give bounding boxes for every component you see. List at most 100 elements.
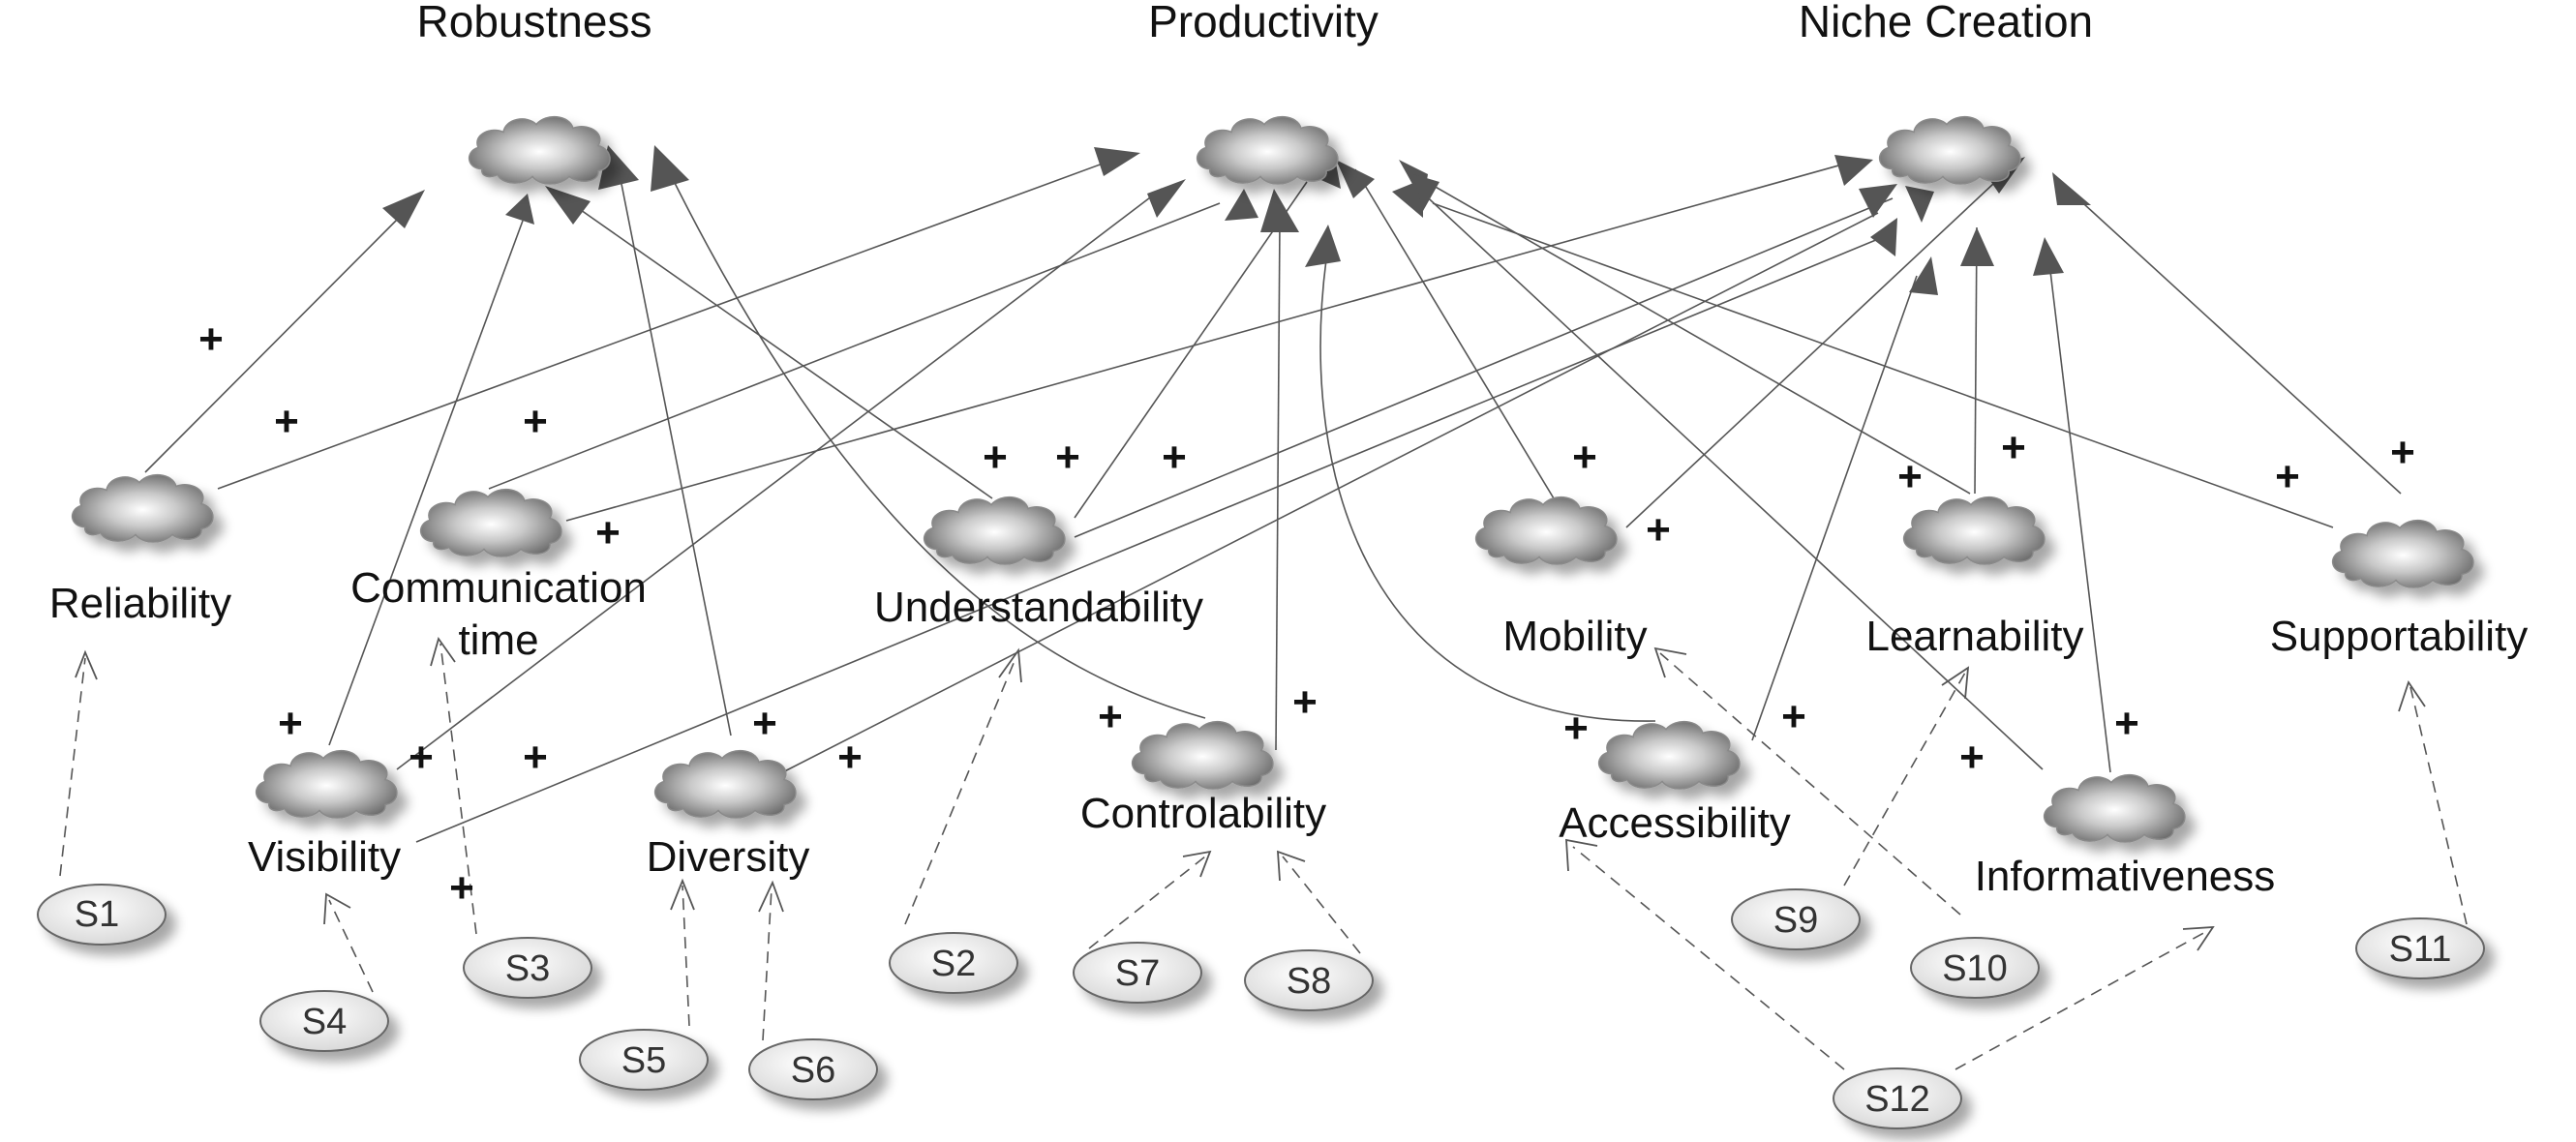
softgoal-label-accessibility: Accessibility [1559,799,1791,847]
softgoal-informativeness: Informativeness [1975,773,2276,900]
strategy-label: S1 [75,894,119,935]
softgoal-understandability: Understandability [874,496,1203,631]
link-informativeness-niche [2046,246,2111,773]
arrowhead [1870,218,1897,256]
softgoal-cloud-icon [468,115,611,185]
softgoal-reliability: Reliability [49,473,231,627]
strategy-label: S6 [791,1050,835,1091]
goal-title-productivity: Productivity [1148,0,1379,46]
plus-sign: + [1098,693,1123,740]
strategy-label: S7 [1115,953,1160,994]
arrowhead [1260,189,1299,232]
softgoal-cloud-icon [1196,115,1339,185]
strategy-label: S3 [505,948,550,989]
plus-sign: + [1563,705,1589,752]
strategy-s11: S11 [2355,917,2485,979]
strategy-s9: S9 [1731,888,1861,950]
strategy-links [59,643,2468,1070]
plus-sign: + [523,734,548,781]
strategy-s2: S2 [889,932,1018,994]
arrowhead [1305,225,1341,267]
contribution-links [144,159,2402,843]
arrowhead [1147,179,1186,218]
arrowhead [1905,186,1934,223]
arrowhead [1225,189,1258,221]
strategy-s10: S10 [1910,937,2040,999]
plus-sign: + [1572,434,1597,481]
link-understand-niche [1074,197,1894,538]
link-controlability-productivity [1275,220,1281,751]
plus-sign: + [2114,700,2139,747]
arrow-tip [998,647,1022,683]
strategy-label: S5 [621,1040,666,1081]
arrow-tip [1653,646,1687,678]
link-visibility-robustness [328,220,524,746]
link-supportability-niche [2061,183,2402,495]
arrow-tip [323,892,351,925]
softgoal-label-learnability: Learnability [1865,613,2083,660]
softgoal-label-informativeness: Informativeness [1975,853,2276,900]
arrowhead [1413,174,1440,211]
strategy-s7: S7 [1073,942,1202,1004]
strategy-label: S9 [1773,900,1818,941]
plus-sign: + [409,734,434,781]
softgoal-cloud-icon [71,473,214,543]
softgoal-cloud-icon [1878,115,2021,185]
arrowhead [2033,237,2064,276]
strategies: S1 S3 S4 S5 S6 S2 S7 S8 S9 S10 S11 S12 [37,884,2485,1129]
strategy-label: S10 [1942,948,2008,989]
arrow-tip [2398,679,2426,712]
softgoal-label-time: time [458,616,538,664]
softgoal-cloud-icon [1131,720,1274,790]
strategy-arrow-tips [75,636,2426,951]
arrow-tip [75,649,98,680]
softgoal-label-understandability: Understandability [874,584,1203,631]
strategy-link-s12-informativeness [1955,930,2208,1070]
softgoal-cloud-icon [1902,496,2046,565]
softgoal-controlability: Controlability [1080,720,1326,837]
link-learnability-productivity [1412,173,1971,495]
strategy-link-s12-accessibility [1572,846,1845,1070]
strategy-s4: S4 [259,990,389,1052]
strategy-label: S11 [2389,929,2452,970]
strategy-link-s1-reliability [59,657,86,877]
plus-sign: + [752,700,777,747]
softgoal-cloud-icon [1474,496,1618,565]
plus-sign: + [274,398,299,445]
link-diversity-robustness [619,173,732,736]
strategy-label: S4 [302,1002,347,1042]
link-mobility-productivity [1354,168,1555,499]
plus-sign: + [1162,434,1187,481]
softgoal-cloud-icon [419,488,562,557]
strategy-link-s3-commtime [439,643,477,935]
strategy-s3: S3 [463,937,592,999]
softgoal-diversity: Diversity [647,749,809,881]
link-supportability-productivity [1432,202,2334,528]
link-understand-robustness [570,202,993,499]
link-accessibility-niche [1751,275,1918,741]
arrowhead [1834,155,1873,186]
plus-sign: + [1959,734,1985,781]
contribution-markers: + + + + + + + + + + + + + + + + + + + + … [198,316,2415,912]
plus-sign: + [837,734,863,781]
softgoal-label-controlability: Controlability [1080,790,1326,837]
arrowhead [1859,184,1897,218]
plus-sign: + [595,509,621,556]
plus-sign: + [2275,453,2300,500]
softgoal-supportability: Supportability [2270,519,2528,660]
plus-sign: + [1055,434,1080,481]
softgoal-cloud-icon [2331,519,2474,588]
arrow-tip [1277,850,1306,882]
plus-sign: + [1292,678,1318,726]
link-visibility-niche [415,236,1884,843]
strategy-s5: S5 [579,1029,709,1091]
softgoal-label-communication: Communication [350,564,647,612]
link-mobility-niche [1625,168,2010,528]
plus-sign: + [523,398,548,445]
strategy-link-s8-controlability [1282,856,1361,954]
goal-title-niche-creation: Niche Creation [1799,0,2093,46]
softgoal-cloud-icon [1597,720,1741,790]
strategy-link-s5-diversity [682,885,690,1027]
arrowhead [1392,179,1423,218]
